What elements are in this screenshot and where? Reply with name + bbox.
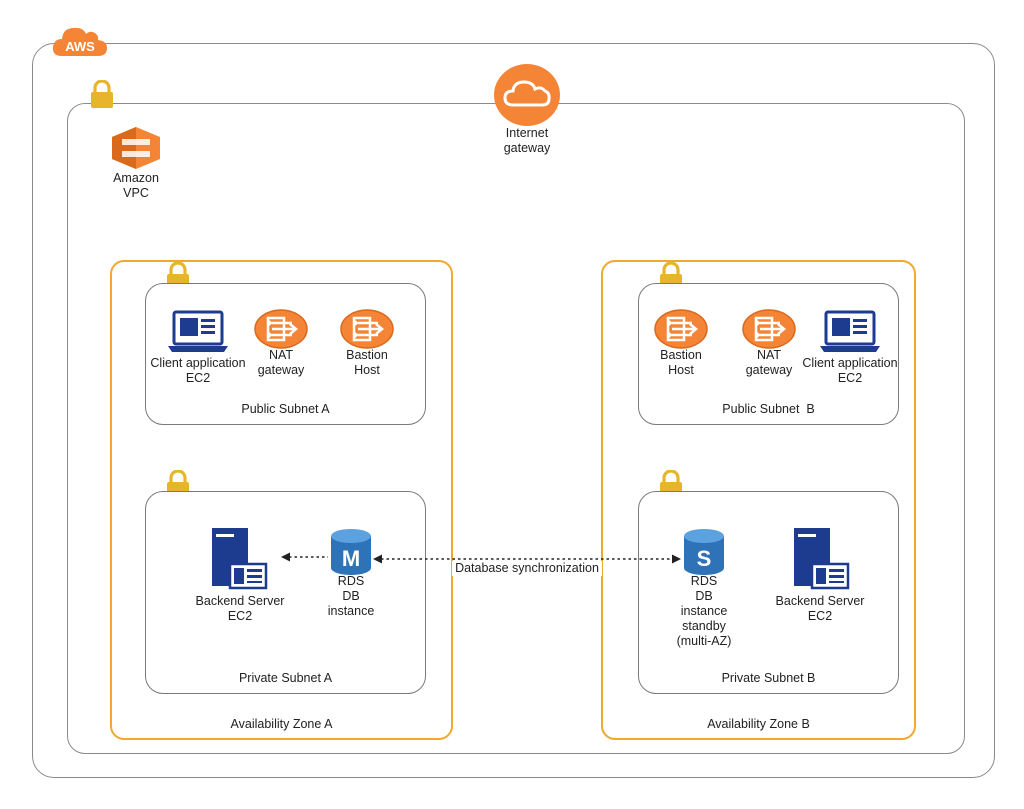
nat-gateway-icon — [254, 309, 308, 349]
aws-cloud-icon: AWS — [52, 27, 107, 56]
public-subnet-b-label: Public Subnet B — [722, 402, 815, 416]
aws-badge-text: AWS — [65, 39, 95, 54]
private-subnet-a — [145, 491, 426, 694]
availability-zone-a-label: Availability Zone A — [230, 717, 333, 731]
database-sync-arrow — [373, 554, 681, 564]
nat-gateway-icon — [742, 309, 796, 349]
backend-db-arrow — [281, 552, 328, 562]
internet-gateway-icon — [494, 64, 560, 126]
server-icon — [212, 528, 268, 590]
public-subnet-a-label: Public Subnet A — [241, 402, 330, 416]
public-subnet-a — [145, 283, 426, 425]
public-subnet-b — [638, 283, 899, 425]
rds-master-database-icon: M — [331, 529, 371, 575]
private-subnet-b-label: Private Subnet B — [721, 671, 816, 685]
database-sync-label: Database synchronization — [452, 561, 602, 576]
rds-master-badge: M — [342, 546, 360, 571]
availability-zone-b — [601, 260, 916, 740]
bastion-host-icon — [340, 309, 394, 349]
server-icon — [794, 528, 850, 590]
amazon-vpc-icon — [112, 127, 160, 169]
private-subnet-a-label: Private Subnet A — [238, 671, 333, 685]
rds-standby-badge: S — [697, 546, 712, 571]
private-subnet-b — [638, 491, 899, 694]
vpc-lock-icon — [89, 80, 115, 110]
rds-standby-database-icon: S — [684, 529, 724, 575]
bastion-host-icon — [654, 309, 708, 349]
aws-cloud-container — [32, 43, 995, 778]
availability-zone-b-label: Availability Zone B — [707, 717, 810, 731]
laptop-icon — [168, 310, 228, 354]
laptop-icon — [820, 310, 880, 354]
availability-zone-a — [110, 260, 453, 740]
